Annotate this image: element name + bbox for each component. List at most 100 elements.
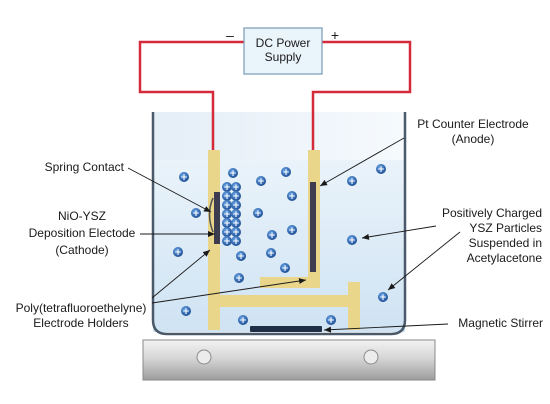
anode-label-line2: (Anode) [452,132,495,146]
positive-wire [311,40,412,182]
particle-charge: + [223,192,231,202]
particle [231,236,241,246]
particle [238,315,248,325]
particle [236,251,246,261]
negative-terminal-sign: – [226,27,234,43]
pointer-lines [127,137,461,333]
particle-charge: + [232,183,240,193]
particle [222,227,232,237]
particle [222,200,232,210]
magnetic-stirrer-bar [250,326,322,332]
cathode-label-line1: NiO-YSZ [58,209,106,223]
particle [267,230,277,240]
particle [231,182,241,192]
particle-charge: + [281,264,289,274]
particle [256,176,266,186]
particle [326,315,336,325]
particle [231,191,241,201]
particle [234,273,244,283]
particle [280,263,290,273]
particle [231,200,241,210]
particle [222,191,232,201]
positive-terminal-sign: + [331,27,339,43]
particle-charge: + [223,201,231,211]
spring-contact-label: Spring Contact [45,160,125,174]
plate-knob-right [363,349,379,365]
particle-charge: + [327,316,335,326]
particle-charge: + [192,209,200,219]
particle-charge: + [288,226,296,236]
particle [222,209,232,219]
particles-label-line2: YSZ Particles [469,221,542,235]
holders-label-line1: Poly(tetrafluoroethelyne) [16,301,147,315]
particle-charge: + [268,231,276,241]
particle [222,182,232,192]
particle [376,164,386,174]
holders-label-line2: Electrode Holders [33,316,128,330]
particle [378,292,388,302]
anode-label-line1: Pt Counter Electrode [417,117,529,131]
particle [266,248,276,258]
particle [253,208,263,218]
particle-charge: + [282,168,290,178]
particle [281,167,291,177]
particle [191,208,201,218]
particle-charge: + [379,293,387,303]
particle [173,247,183,257]
particle-charge: + [232,228,240,238]
anode-electrode [310,182,316,272]
cathode-label-line3: (Cathode) [55,243,108,257]
particle-charge: + [223,237,231,247]
particle-charge: + [232,192,240,202]
particle-charge: + [237,252,245,262]
particle [222,218,232,228]
particle-charge: + [174,248,182,258]
particle [347,235,357,245]
particle-charge: + [232,219,240,229]
particle-charge: + [254,209,262,219]
cathode-label-line2: Deposition Electode [29,226,136,240]
particle-charge: + [267,249,275,259]
particle-charge: + [288,192,296,202]
particle-charge: + [377,165,385,175]
particle [181,306,191,316]
power-supply-label-line2: Supply [265,50,302,64]
particle-charge: + [223,183,231,193]
plate-knob-left [196,349,212,365]
ysz-particles: +++++++++++++++++++++++++++++++++++ [173,164,388,326]
particle-charge: + [223,228,231,238]
particle-charge: + [348,236,356,246]
particle [179,172,189,182]
particle-charge: + [348,177,356,187]
power-supply-label-line1: DC Power [256,36,311,50]
particle [287,225,297,235]
particle-charge: + [239,316,247,326]
particle-charge: + [180,173,188,183]
stirrer-plate [142,339,436,381]
spring-contact [208,197,214,233]
particle-charge: + [232,210,240,220]
particle-charge: + [257,177,265,187]
negative-wire [138,40,245,200]
particles-label-line1: Positively Charged [442,206,542,220]
particle-charge: + [232,237,240,247]
particles-label-line4: Acetylacetone [467,251,543,265]
cathode-electrode [214,192,220,244]
dc-power-supply [243,27,323,75]
stirrer-label: Magnetic Stirrer [458,316,543,330]
particle [347,176,357,186]
particle-charge: + [223,210,231,220]
particle-charge: + [235,274,243,284]
particle [231,227,241,237]
particle-charge: + [223,219,231,229]
particle [222,236,232,246]
particle [287,191,297,201]
particle-charge: + [229,169,237,179]
particle [228,168,238,178]
particles-label-line3: Suspended in [469,236,542,250]
particle-charge: + [182,307,190,317]
particle-charge: + [232,201,240,211]
particle [231,218,241,228]
particle [231,209,241,219]
